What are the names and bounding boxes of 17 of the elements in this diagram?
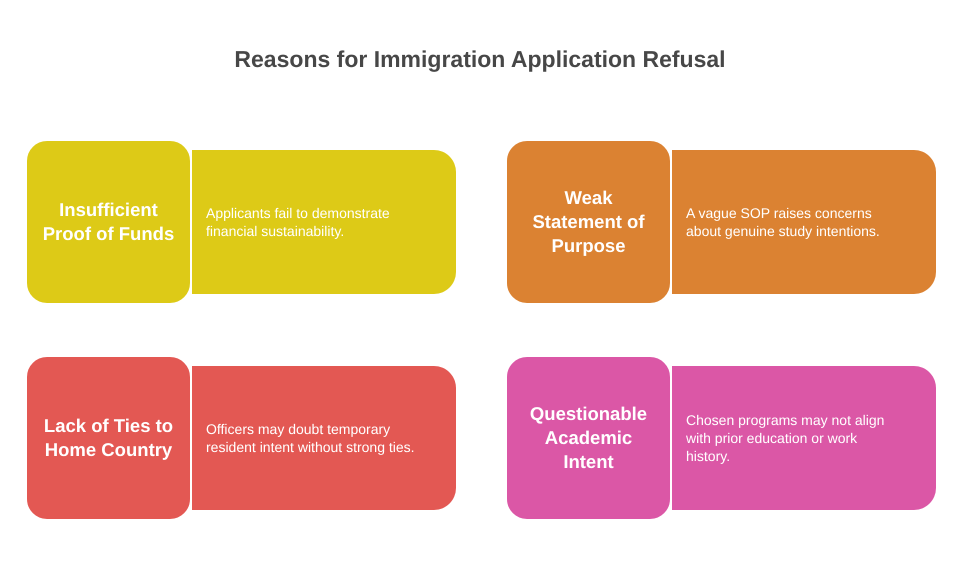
- description-box: [672, 366, 936, 510]
- description-text: Applicants fail to demonstrate financial sustainability.: [206, 204, 391, 240]
- category-heading: Lack of Ties to Home Country: [42, 414, 174, 462]
- category-heading: Weak Statement of Purpose: [531, 186, 646, 258]
- category-heading: Questionable Academic Intent: [528, 402, 648, 474]
- diagram-title: Reasons for Immigration Application Refusal: [234, 46, 726, 73]
- category-heading: Insufficient Proof of Funds: [42, 198, 176, 246]
- description-box: [672, 150, 936, 294]
- category-box: [25, 355, 192, 521]
- description-text: Officers may doubt temporary resident intent without strong ties.: [206, 420, 416, 456]
- category-box: [505, 139, 672, 305]
- description-text: Chosen programs may not align with prior education or work history.: [686, 411, 886, 465]
- description-box: [192, 366, 456, 510]
- category-box: [505, 355, 672, 521]
- description-text: A vague SOP raises concerns about genuine study intentions.: [686, 204, 881, 240]
- description-box: [192, 150, 456, 294]
- category-box: [25, 139, 192, 305]
